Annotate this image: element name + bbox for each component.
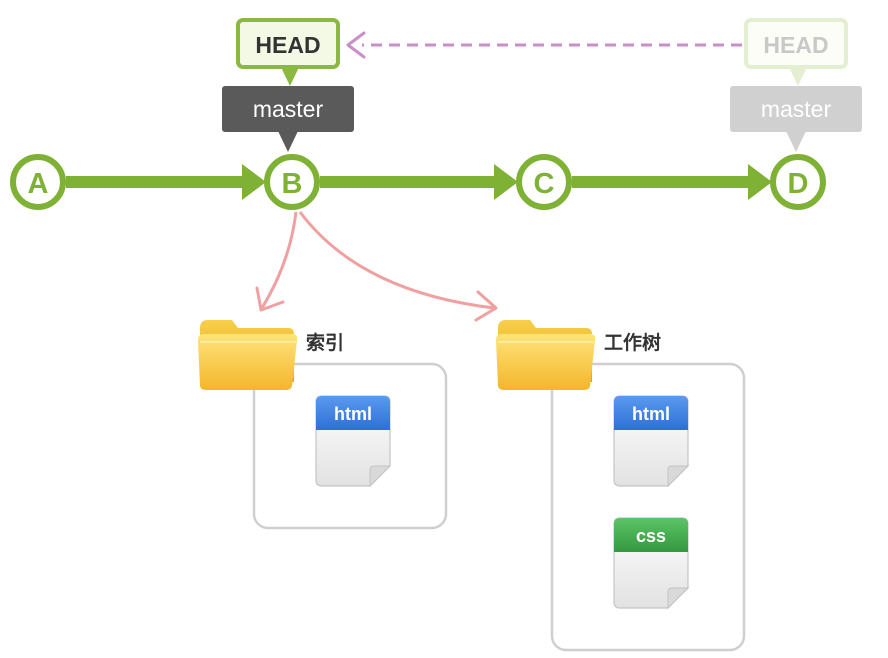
commit-edge-c-d (572, 164, 772, 200)
commit-c-label: C (534, 168, 555, 200)
master-ref-previous: master (730, 86, 862, 152)
head-ref-current-label: HEAD (255, 32, 320, 58)
folder-icon (496, 320, 596, 390)
working-tree-css-label: css (636, 526, 666, 546)
working-tree-box (550, 362, 746, 652)
head-move-arrow (346, 31, 742, 59)
checkout-arrow-index (255, 211, 298, 312)
working-tree-label: 工作树 (604, 331, 661, 354)
working-tree-area: 工作树 html css (496, 320, 746, 652)
working-tree-html-label: html (632, 404, 670, 424)
master-ref-current: master (222, 86, 354, 152)
commit-a-label: A (28, 168, 49, 200)
commit-c: C (516, 154, 572, 210)
index-label: 索引 (306, 331, 344, 354)
commit-edge-b-c (320, 164, 518, 200)
css-file-icon: css (613, 517, 690, 610)
head-ref-previous-label: HEAD (763, 32, 828, 58)
master-ref-previous-label: master (761, 96, 832, 122)
commit-d-label: D (788, 168, 809, 200)
commit-edge-a-b (66, 164, 266, 200)
head-ref-current: HEAD (236, 18, 340, 86)
commit-d: D (770, 154, 826, 210)
commit-b: B (264, 154, 320, 210)
commit-b-label: B (282, 168, 303, 200)
folder-icon (198, 320, 298, 390)
index-area: 索引 html (198, 320, 448, 530)
html-file-icon: html (613, 395, 690, 488)
index-html-label: html (334, 404, 372, 424)
master-ref-current-label: master (253, 96, 324, 122)
checkout-arrow-working-tree (298, 211, 498, 322)
head-ref-previous: HEAD (744, 18, 848, 86)
html-file-icon: html (315, 395, 392, 488)
commit-a: A (10, 154, 66, 210)
